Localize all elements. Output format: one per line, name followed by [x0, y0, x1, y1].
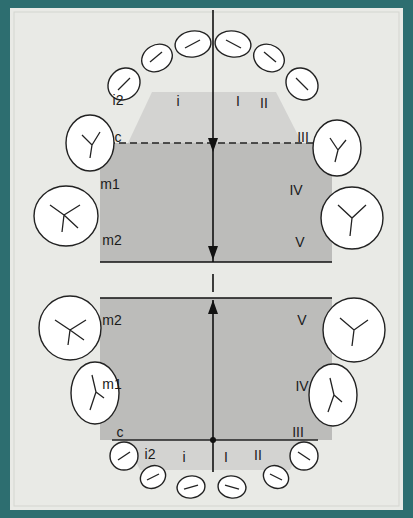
tooth-label: V — [295, 235, 304, 249]
tooth-label: i2 — [145, 447, 156, 461]
tooth-label: II — [254, 448, 262, 462]
panel — [10, 8, 403, 510]
tooth-label: I — [224, 450, 228, 464]
canine-line — [108, 142, 325, 143]
tooth-label: IV — [289, 183, 302, 197]
arrowhead — [208, 246, 218, 260]
tooth-label: c — [115, 130, 122, 144]
molar-area — [100, 298, 332, 440]
tooth-label: m1 — [102, 377, 121, 391]
midline — [212, 300, 214, 472]
tooth-label: II — [260, 96, 268, 110]
tooth-label: i — [176, 94, 179, 108]
midpoint-dot — [210, 437, 216, 443]
midline — [212, 274, 214, 292]
tooth-label: III — [297, 130, 309, 144]
tooth-label: V — [297, 313, 306, 327]
panel-border — [14, 12, 399, 506]
tooth-label: m2 — [102, 313, 121, 327]
upper-teeth — [34, 29, 383, 249]
tooth-label: i2 — [113, 93, 124, 107]
tooth-label: IV — [295, 379, 308, 393]
molar-area — [100, 143, 332, 262]
tooth-label: m1 — [100, 177, 119, 191]
tooth-label: III — [292, 425, 304, 439]
molar-line — [100, 261, 332, 262]
arrowhead — [208, 138, 218, 152]
tooth-label: I — [236, 94, 240, 108]
tooth-grooves — [50, 40, 368, 489]
tooth-label: m2 — [102, 233, 121, 247]
tooth-label: c — [117, 425, 124, 439]
incisor-area — [128, 92, 302, 143]
tooth-label: i — [182, 450, 185, 464]
arrowhead — [208, 300, 218, 314]
lower-teeth — [39, 296, 385, 500]
midline — [212, 10, 214, 262]
molar-line — [100, 297, 332, 298]
